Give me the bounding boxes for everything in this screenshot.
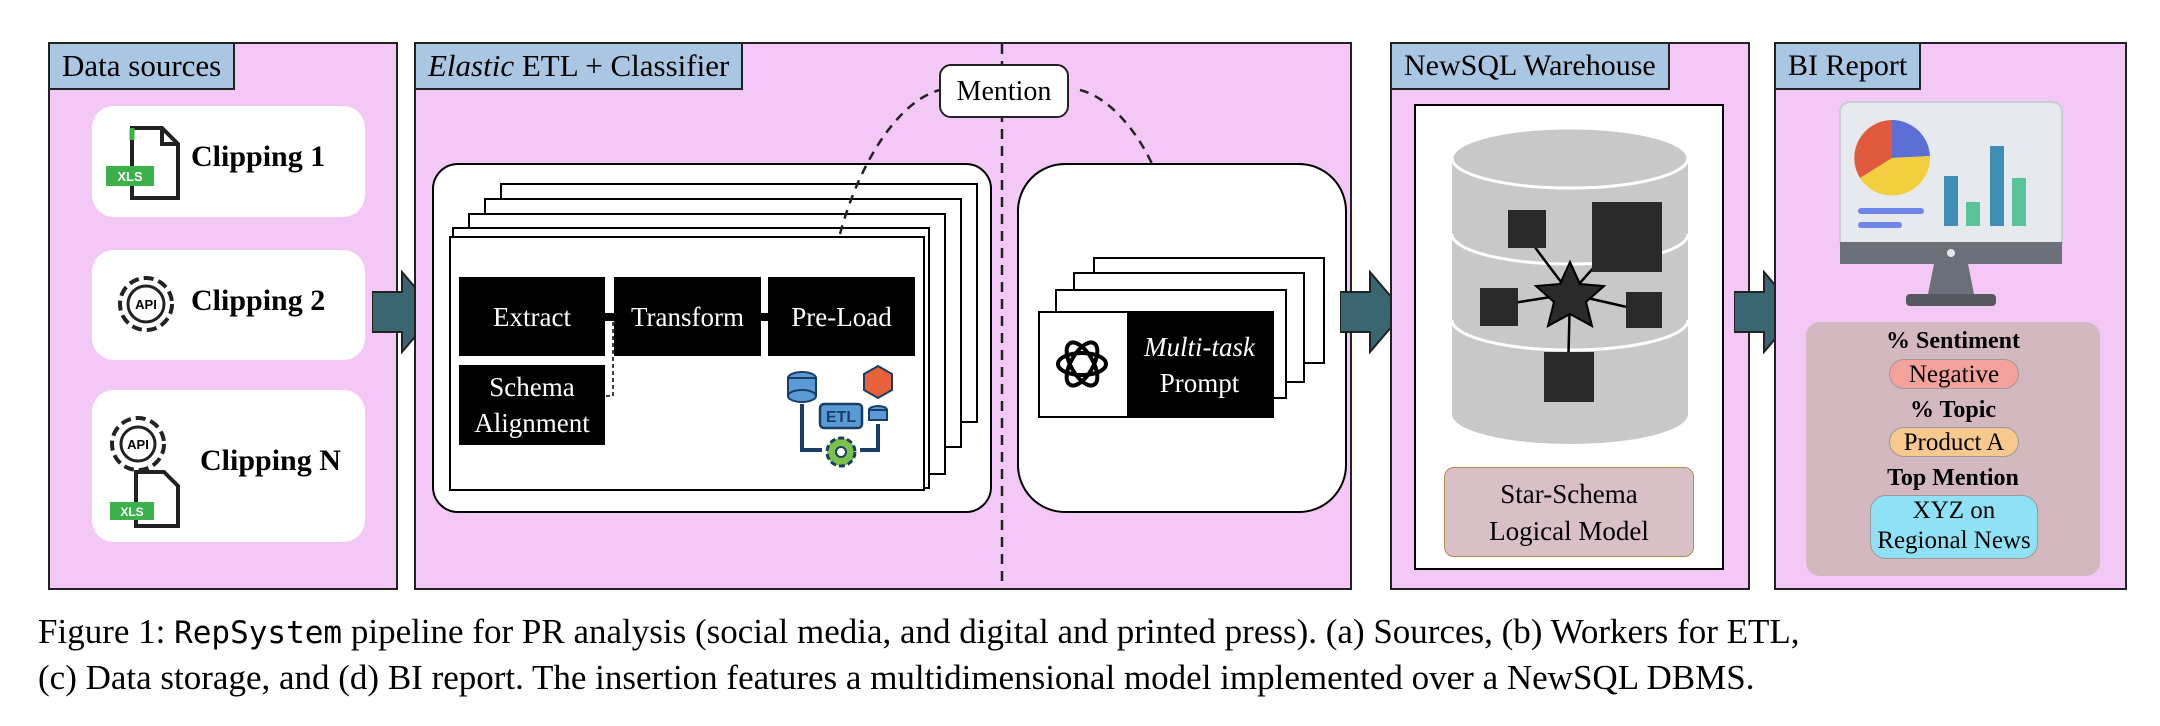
source-label-clipping-2: Clipping 2	[191, 284, 326, 317]
topic-label: % Topic	[1909, 397, 1997, 423]
caption-code: RepSystem	[174, 615, 343, 651]
step-connector-2	[760, 313, 769, 321]
extract-step[interactable]: Extract	[459, 277, 605, 356]
source-card-clipping-2[interactable]: API Clipping 2	[92, 250, 365, 360]
xls-tag-n: XLS	[120, 505, 143, 519]
data-sources-title: Data sources	[48, 42, 236, 90]
xls-file-icon: XLS	[106, 126, 180, 200]
top-mention-value: XYZ on Regional News	[1870, 495, 2038, 559]
api-tag-n: API	[127, 437, 149, 452]
schema-alignment-step[interactable]: Schema Alignment	[459, 365, 605, 445]
top-mention-line-1: XYZ on	[1912, 497, 1996, 524]
etl-process-icon: ETL	[787, 364, 893, 468]
star-schema-model-box[interactable]: Star-Schema Logical Model	[1444, 467, 1694, 557]
schema-link	[606, 320, 614, 397]
schema-line-1: Schema	[489, 372, 575, 402]
figure-caption-line-1: Figure 1: RepSystem pipeline for PR anal…	[38, 610, 1799, 655]
figure-caption-line-2: (c) Data storage, and (d) BI report. The…	[38, 658, 1755, 697]
prompt-rest: Prompt	[1159, 367, 1240, 398]
dashboard-monitor-icon	[1839, 101, 2063, 306]
model-line-1: Star-Schema	[1500, 479, 1638, 509]
step-connector-1	[604, 313, 615, 321]
etl-tag: ETL	[826, 409, 856, 426]
api-gear-icon: API	[118, 276, 174, 332]
top-mention-line-2: Regional News	[1877, 527, 2031, 554]
api-xls-icon: API XLS	[110, 416, 180, 528]
warehouse-title: NewSQL Warehouse	[1390, 42, 1670, 90]
topic-value: Product A	[1889, 427, 2019, 457]
source-label-clipping-1: Clipping 1	[191, 140, 326, 173]
transform-step[interactable]: Transform	[614, 277, 761, 356]
worker-divider	[1000, 44, 1004, 590]
database-cylinder-icon	[1450, 126, 1690, 444]
top-mention-label: Top Mention	[1887, 465, 2019, 491]
sentiment-label: % Sentiment	[1886, 328, 2020, 354]
caption-prefix: Figure 1:	[38, 612, 175, 651]
etl-title-rest: ETL + Classifier	[514, 48, 730, 83]
model-line-2: Logical Model	[1489, 516, 1649, 546]
source-card-clipping-n[interactable]: API XLS Clipping N	[92, 390, 365, 542]
api-tag: API	[135, 297, 157, 312]
sentiment-value: Negative	[1889, 359, 2019, 389]
etl-title: Elastic ETL + Classifier	[414, 42, 744, 90]
bi-report-title: BI Report	[1774, 42, 1922, 90]
caption-line1-rest: pipeline for PR analysis (social media, …	[342, 612, 1800, 651]
xls-tag: XLS	[117, 169, 143, 184]
multitask-prompt-block[interactable]: Multi-task Prompt	[1127, 313, 1272, 416]
preload-step[interactable]: Pre-Load	[768, 277, 915, 356]
prompt-italic: Multi-task	[1144, 331, 1255, 362]
etl-title-italic: Elastic	[428, 48, 515, 83]
source-card-clipping-1[interactable]: XLS Clipping 1	[92, 106, 365, 217]
mention-label: Mention	[939, 64, 1069, 118]
llm-logo-icon	[1056, 340, 1108, 388]
schema-line-2: Alignment	[474, 408, 590, 438]
flow-arrow-2	[1340, 270, 1406, 354]
source-label-clipping-n: Clipping N	[200, 444, 341, 477]
